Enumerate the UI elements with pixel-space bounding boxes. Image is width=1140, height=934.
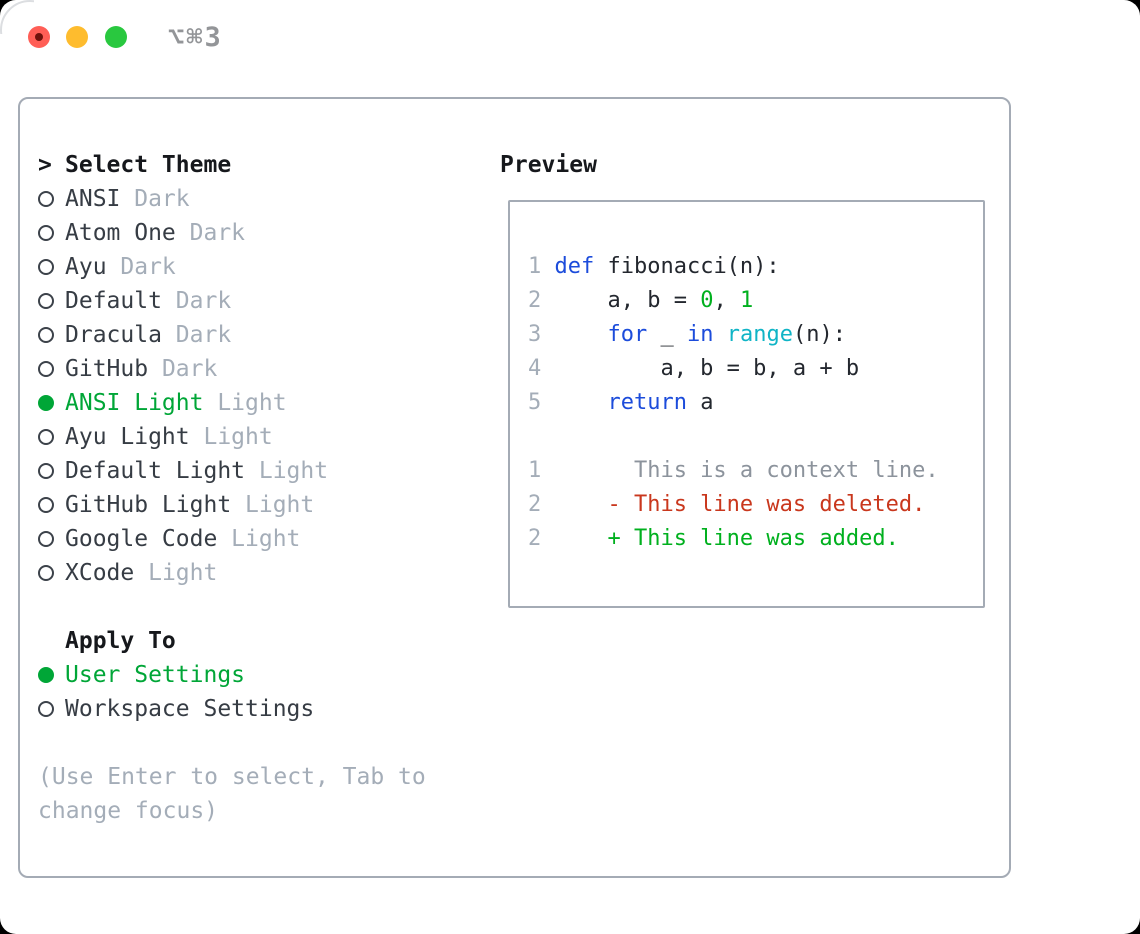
theme-variant: Dark [161,356,218,382]
radio-icon [38,701,54,717]
theme-name: GitHub Light [65,492,232,518]
radio-icon [38,429,54,445]
preview-header-row: Preview [500,148,597,182]
theme-option[interactable]: Google Code Light [38,522,478,556]
theme-option[interactable]: ANSI Light Light [38,386,478,420]
code-line: 2 - This line was deleted. [528,488,983,522]
theme-option[interactable]: Ayu Light Light [38,420,478,454]
theme-name: Ayu [65,254,107,280]
hint-line: change focus) [38,798,219,824]
apply-to-label: User Settings [65,662,246,688]
theme-option[interactable]: Ayu Dark [38,250,478,284]
apply-to-option[interactable]: User Settings [38,658,478,692]
theme-name: XCode [65,560,135,586]
code-line: 3 for _ in range(n): [528,318,983,352]
theme-option[interactable]: Default Light Light [38,454,478,488]
radio-icon [38,497,54,513]
code-line [528,420,983,454]
spacer [38,590,478,624]
theme-name: GitHub [65,356,149,382]
preview-title: Preview [500,152,597,178]
line-number: 1 [528,458,542,483]
theme-name: Default Light [65,458,246,484]
theme-name: ANSI [65,186,121,212]
radio-icon [38,259,54,275]
theme-name: Google Code [65,526,218,552]
line-number: 5 [528,390,542,415]
theme-variant: Light [258,458,329,484]
line-number: 2 [528,526,542,551]
line-number: 1 [528,254,542,279]
radio-icon [38,463,54,479]
window-titlebar: ⌥⌘3 [0,0,1140,75]
theme-variant: Dark [134,186,190,212]
hint-line: (Use Enter to select, Tab to [38,764,426,790]
apply-to-header: Apply To [38,624,478,658]
close-button[interactable] [28,26,50,48]
line-number: 4 [528,356,542,381]
theme-variant: Light [245,492,315,518]
spacer [38,726,478,760]
theme-variant: Dark [120,254,176,280]
radio-icon [38,361,54,377]
recording-dot-icon [35,33,43,41]
code-line: 2 + This line was added. [528,522,983,556]
radio-icon [38,565,54,581]
window-title-shortcut: ⌥⌘3 [168,22,223,53]
theme-option[interactable]: XCode Light [38,556,478,590]
code-line: 2 a, b = 0, 1 [528,284,983,318]
radio-selected-icon [38,395,54,411]
theme-option[interactable]: Atom One Dark [38,216,478,250]
minimize-button[interactable] [66,26,88,48]
apply-to-title: Apply To [65,628,176,654]
theme-option[interactable]: Default Dark [38,284,478,318]
line-number: 3 [528,322,542,347]
theme-option[interactable]: Dracula Dark [38,318,478,352]
hint-text: (Use Enter to select, Tab to change focus… [38,760,478,828]
radio-icon [38,191,54,207]
theme-variant: Light [203,424,273,450]
theme-variant: Dark [175,288,232,314]
select-theme-header: > Select Theme [38,148,478,182]
line-number: 2 [528,288,542,313]
theme-variant: Light [148,560,218,586]
prompt-icon: > [38,152,52,178]
theme-name: Atom One [65,220,176,246]
theme-variant: Light [231,526,301,552]
code-line: 1 This is a context line. [528,454,983,488]
radio-selected-icon [38,667,54,683]
line-number: 2 [528,492,542,517]
theme-name: Dracula [65,322,162,348]
theme-variant: Dark [175,322,232,348]
theme-name: Ayu Light [65,424,190,450]
theme-name: ANSI Light [65,390,204,416]
radio-icon [38,327,54,343]
code-line: 4 a, b = b, a + b [528,352,983,386]
theme-option[interactable]: ANSI Dark [38,182,478,216]
theme-option[interactable]: GitHub Light Light [38,488,478,522]
theme-variant: Light [217,390,287,416]
apply-to-option[interactable]: Workspace Settings [38,692,478,726]
theme-name: Default [65,288,162,314]
theme-variant: Dark [189,220,246,246]
select-theme-title: Select Theme [65,152,232,178]
radio-icon [38,293,54,309]
radio-icon [38,225,54,241]
zoom-button[interactable] [105,26,127,48]
apply-to-label: Workspace Settings [65,696,315,722]
theme-option[interactable]: GitHub Dark [38,352,478,386]
code-line: 5 return a [528,386,983,420]
radio-icon [38,531,54,547]
